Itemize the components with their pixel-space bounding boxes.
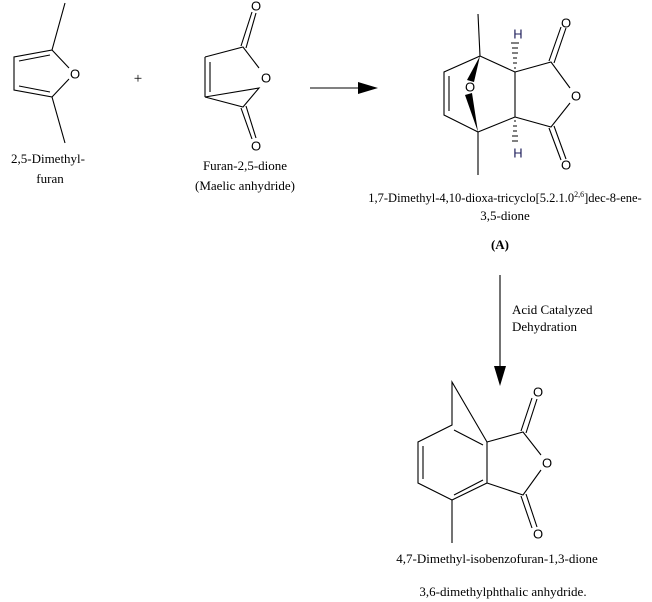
atom-oxygen: O xyxy=(251,139,261,154)
intermediate-label: (A) xyxy=(491,237,509,252)
atom-oxygen: O xyxy=(70,67,80,82)
atom-oxygen-bridge: O xyxy=(465,80,475,95)
maleic-anhydride-structure: O O O xyxy=(204,0,271,154)
reactant1-name-line1: 2,5-Dimethyl- xyxy=(11,151,85,166)
atom-oxygen: O xyxy=(571,89,581,104)
atom-hydrogen: H xyxy=(513,27,522,42)
intermediate-name-line2: 3,5-dione xyxy=(480,208,530,223)
atom-oxygen: O xyxy=(533,527,543,542)
reactant2-name-line2: (Maelic anhydride) xyxy=(195,178,295,193)
step2-condition-line2: Dehydration xyxy=(512,319,577,334)
atom-oxygen: O xyxy=(561,16,571,31)
dimethylfuran-structure: O xyxy=(13,2,80,144)
step2-condition-line1: Acid Catalyzed xyxy=(512,302,593,317)
atom-oxygen: O xyxy=(251,0,261,14)
reactant2-name-line1: Furan-2,5-dione xyxy=(203,158,287,173)
intermediate-name-line1: 1,7-Dimethyl-4,10-dioxa-tricyclo[5.2.1.0… xyxy=(368,190,641,205)
intermediate-a-structure: O O O O H H xyxy=(443,13,581,175)
atom-oxygen: O xyxy=(542,456,552,471)
product-structure: O O O xyxy=(417,379,552,543)
product-common-name: 3,6-dimethylphthalic anhydride. xyxy=(419,584,586,599)
reaction-arrow-down xyxy=(494,275,506,386)
product-name: 4,7-Dimethyl-isobenzofuran-1,3-dione xyxy=(396,551,598,566)
atom-oxygen: O xyxy=(533,385,543,400)
atom-hydrogen: H xyxy=(513,146,522,161)
reaction-arrow-right xyxy=(310,82,378,94)
plus-sign: + xyxy=(134,71,142,87)
reactant1-name-line2: furan xyxy=(36,171,64,186)
atom-oxygen: O xyxy=(561,158,571,173)
atom-oxygen: O xyxy=(261,71,271,86)
